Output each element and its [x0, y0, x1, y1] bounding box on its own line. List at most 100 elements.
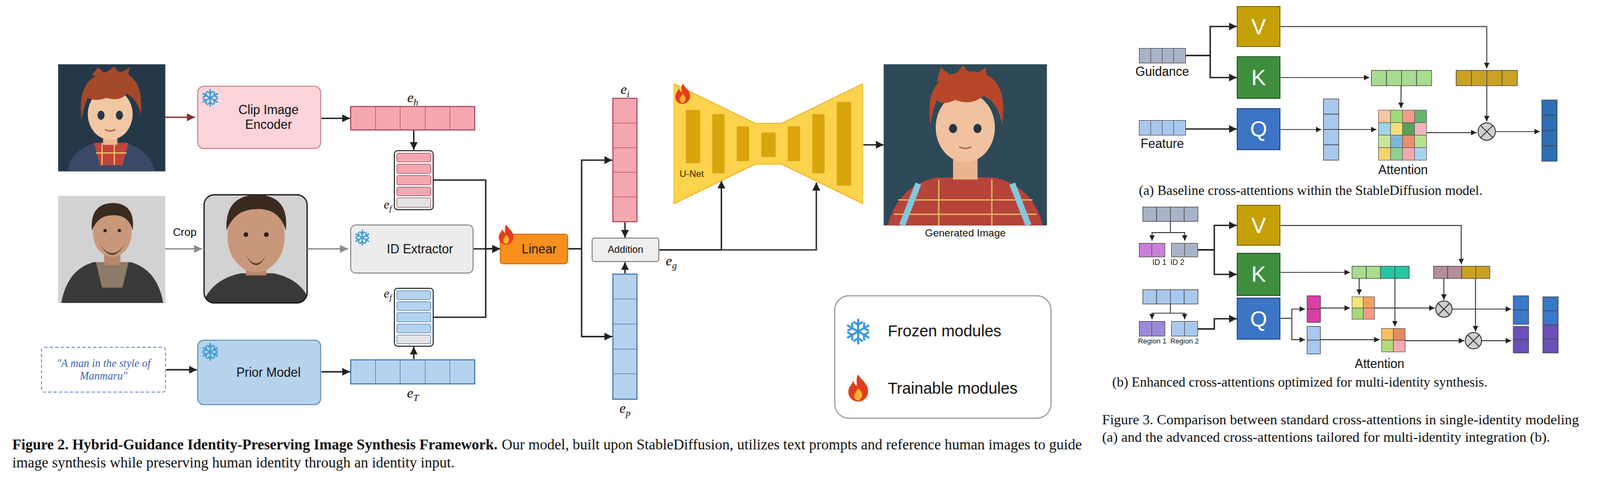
node-label: f — [389, 203, 392, 214]
connector-arrow — [1197, 319, 1237, 330]
multiply-symbol — [1435, 122, 1496, 350]
attention-map — [1402, 122, 1415, 136]
cropped-face — [243, 232, 249, 238]
node-label: ef — [383, 286, 392, 301]
legend-frame — [834, 296, 1052, 419]
node-text: K — [1251, 261, 1267, 287]
flow-arrow — [1495, 131, 1540, 133]
token-bar — [1513, 310, 1529, 325]
flow-arrow — [1474, 278, 1476, 332]
node-text: U-Net — [679, 169, 704, 180]
flow-arrow — [1443, 278, 1445, 300]
attention-map — [1402, 110, 1415, 123]
extractor-box: ID Extractor — [350, 224, 474, 274]
generated-portrait — [883, 64, 1048, 226]
token-cell — [613, 324, 637, 350]
icon-layer — [201, 83, 871, 402]
attention-map — [1363, 308, 1375, 320]
addition-box: Addition — [591, 237, 659, 263]
attention-map — [1393, 340, 1405, 352]
token-bar — [1323, 144, 1339, 161]
node-label: p — [625, 407, 631, 419]
token-cell — [613, 98, 637, 124]
edge-label: eg — [665, 253, 677, 270]
node-label: h — [413, 96, 419, 108]
node-label: ep — [619, 400, 631, 417]
frozen-icon — [201, 89, 219, 106]
multiply-symbol — [1478, 122, 1496, 141]
attention-map — [1351, 110, 1427, 353]
cartoon-portrait — [97, 110, 105, 121]
embedding-column: ef — [393, 150, 434, 211]
flow-arrow — [1404, 340, 1464, 342]
attention-map — [1351, 308, 1364, 320]
token-bar — [1513, 326, 1529, 340]
connector-arrow — [412, 130, 415, 151]
node-label: f — [389, 292, 392, 303]
legend-text: Trainable modules — [887, 379, 1018, 398]
token-bar — [1401, 70, 1418, 86]
token-bar — [1542, 310, 1558, 326]
token-bar — [1542, 115, 1558, 131]
token-cell — [396, 301, 432, 311]
reference-photo — [91, 203, 134, 231]
generated-portrait — [935, 92, 995, 163]
attention-map — [1378, 135, 1391, 149]
connector-arrow — [568, 160, 612, 250]
figure-label: Attention — [1354, 356, 1405, 373]
node-text: K — [1251, 65, 1267, 91]
token-bar — [1323, 129, 1339, 145]
token-cell — [613, 197, 637, 222]
token-bar — [1351, 266, 1367, 279]
node-text: Addition — [607, 244, 644, 256]
attention-map — [1414, 147, 1427, 161]
flow-arrow — [721, 182, 817, 250]
flow-arrow — [1481, 340, 1511, 342]
figure-label: (b) Enhanced cross-attentions optimized … — [1112, 373, 1488, 391]
flow-arrow — [1280, 272, 1350, 274]
frozen-icon — [201, 343, 219, 360]
node-label: ID 1 — [1152, 258, 1167, 267]
node-text: V — [1251, 213, 1267, 239]
connector-arrow — [1197, 250, 1237, 275]
token-cell — [613, 148, 637, 173]
token-bar: ID 1 — [1138, 243, 1166, 258]
flow-arrow — [1280, 128, 1322, 131]
generated-portrait — [959, 146, 972, 149]
token-bar — [1142, 290, 1157, 305]
connector-arrow — [473, 248, 501, 250]
node-label: i — [626, 87, 630, 99]
token-cell — [400, 360, 425, 385]
connector-arrow — [1185, 55, 1237, 78]
reference-photo — [57, 196, 165, 304]
reference-photo — [103, 228, 107, 233]
cropped-face — [204, 195, 308, 304]
token-cell — [1139, 120, 1151, 135]
unet-layer — [787, 126, 800, 162]
token-bar — [1471, 70, 1487, 86]
figure-label: Figure 3. Comparison between standard cr… — [1101, 411, 1594, 447]
node-label: ID 2 — [1170, 258, 1185, 267]
token-cell — [396, 152, 432, 163]
generated-portrait — [883, 64, 1048, 226]
token-cell — [613, 349, 637, 375]
node-label: eh — [406, 90, 418, 106]
attention-map — [1414, 122, 1427, 136]
token-cell — [1139, 321, 1153, 336]
multiply-symbol — [1435, 300, 1452, 318]
trainable-icon — [498, 224, 514, 245]
token-bar — [1170, 290, 1185, 305]
frozen-icon — [845, 319, 871, 344]
generated-portrait — [887, 177, 1043, 226]
token-bar — [1513, 339, 1529, 353]
token-cell — [613, 123, 637, 149]
token-cell — [1184, 321, 1198, 336]
attention-map — [1378, 122, 1391, 136]
token-bar — [1447, 266, 1462, 279]
token-cell — [1152, 243, 1165, 257]
figure-caption: Figure 2. Hybrid-Guidance Identity-Prese… — [12, 435, 1084, 474]
flow-arrow — [1152, 221, 1171, 241]
node-label: ef — [383, 197, 392, 212]
token-bar — [1542, 339, 1558, 354]
